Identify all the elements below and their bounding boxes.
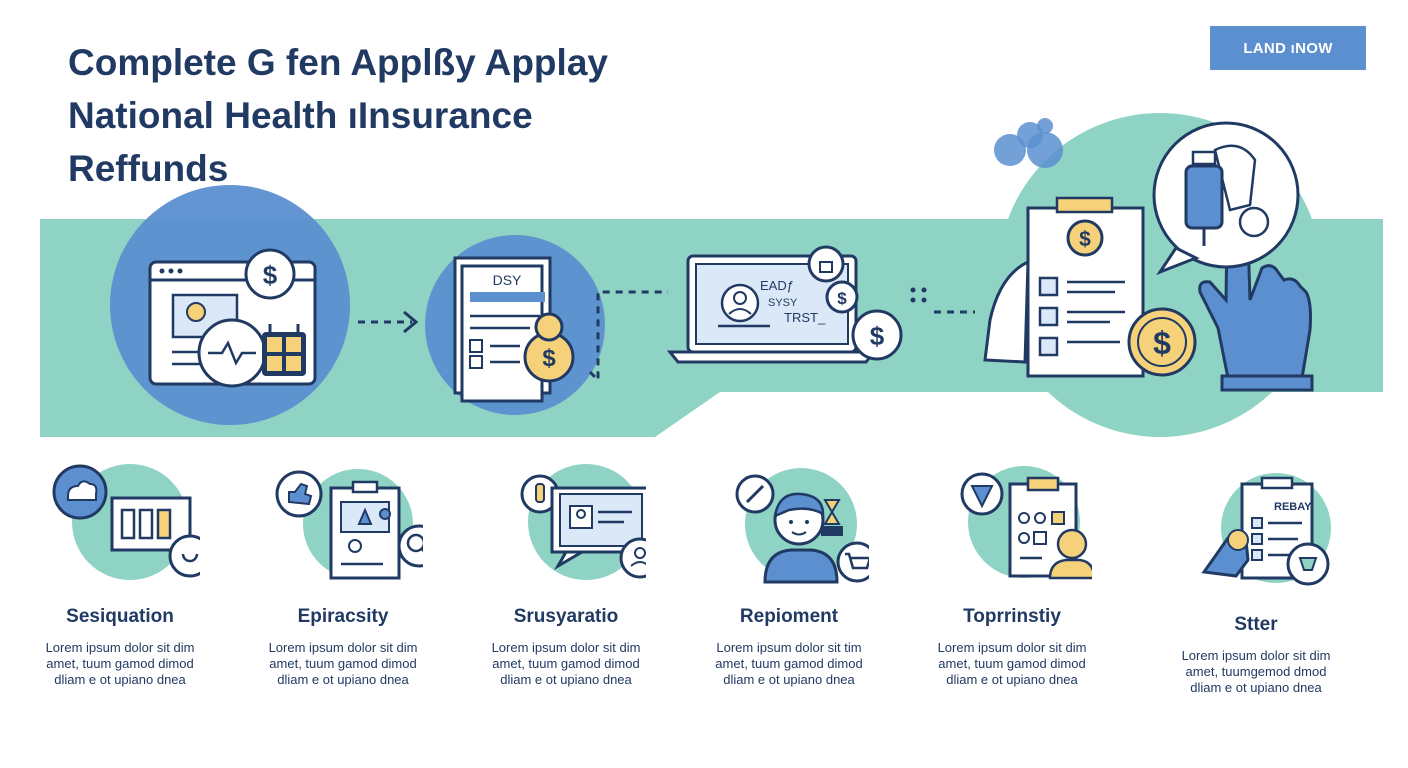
arrow-right-icon — [358, 310, 419, 334]
page-title: Complete G fen Applßy Applay National He… — [68, 36, 708, 195]
laptop-line-2: SYSY — [768, 297, 798, 309]
profile-chat-icon — [520, 464, 646, 580]
step-6: REBAY Stter Lorem ipsum dolor sit dim am… — [1156, 470, 1356, 696]
laptop-line-1: EADƒ — [760, 278, 794, 293]
checklist-hand-icon: REBAY — [1201, 473, 1331, 586]
form-title: DSY — [493, 272, 522, 288]
step-5-text: Lorem ipsum dolor sit dim amet, tuum gam… — [937, 640, 1087, 687]
laptop-profile-icon: EADƒ SYSY TRST_ $ $ — [666, 245, 903, 364]
step-2-text: Lorem ipsum dolor sit dim amet, tuum gam… — [268, 640, 418, 687]
cta-button[interactable]: LAND ıNOW — [1210, 26, 1366, 70]
dotted-connector-icon — [910, 287, 975, 314]
title-line-2: National Health ıInsurance — [68, 95, 533, 136]
clipboard-person-icon — [960, 466, 1092, 580]
person-cart-icon — [735, 468, 869, 584]
step-1: Sesiquation Lorem ipsum dolor sit dim am… — [20, 462, 220, 688]
step-2: Epiracsity Lorem ipsum dolor sit dim ame… — [243, 462, 443, 688]
checklist-title: REBAY — [1274, 501, 1312, 513]
step-3-text: Lorem ipsum dolor sit dim amet, tuum gam… — [491, 640, 641, 687]
step-1-text: Lorem ipsum dolor sit dim amet, tuum gam… — [45, 640, 195, 687]
title-line-3: Reffunds — [68, 148, 229, 189]
svg-text:$: $ — [542, 345, 556, 372]
dashed-connector-icon — [588, 290, 668, 384]
svg-text:$: $ — [1153, 325, 1171, 361]
svg-text:$: $ — [263, 260, 278, 290]
step-3: Srusyaratio Lorem ipsum dolor sit dim am… — [466, 462, 666, 688]
step-4-text: Lorem ipsum dolor sit tim amet, tuum gam… — [715, 640, 863, 687]
step-6-text: Lorem ipsum dolor sit dim amet, tuumgemo… — [1181, 648, 1331, 695]
bubbles-icon — [994, 118, 1063, 168]
step-4-title: Repioment — [739, 606, 839, 627]
step-5-title: Toprrinstiy — [963, 606, 1061, 627]
browser-dollar-icon: $ — [110, 185, 350, 425]
svg-text:$: $ — [837, 289, 847, 308]
laptop-line-3: TRST_ — [784, 310, 826, 325]
svg-text:$: $ — [870, 321, 885, 351]
step-3-title: Srusyaratio — [513, 606, 619, 627]
svg-text:$: $ — [1079, 228, 1091, 251]
id-card-search-icon — [275, 469, 423, 580]
speech-bubble-vial-icon — [1152, 121, 1300, 276]
step-6-title: Stter — [1234, 614, 1278, 635]
claim-document-icon: $ $ — [983, 196, 1197, 378]
hero-illustration: $ DSY $ EADƒ — [40, 113, 1383, 437]
step-5: Toprrinstiy Lorem ipsum dolor sit dim am… — [912, 462, 1112, 688]
step-2-title: Epiracsity — [297, 606, 389, 627]
step-4: Repioment Lorem ipsum dolor sit tim amet… — [689, 462, 889, 688]
step-1-title: Sesiquation — [66, 606, 174, 627]
chat-server-icon — [52, 464, 200, 580]
title-line-1: Complete G fen Applßy Applay — [68, 42, 608, 83]
form-money-bag-icon: DSY $ — [425, 235, 605, 415]
